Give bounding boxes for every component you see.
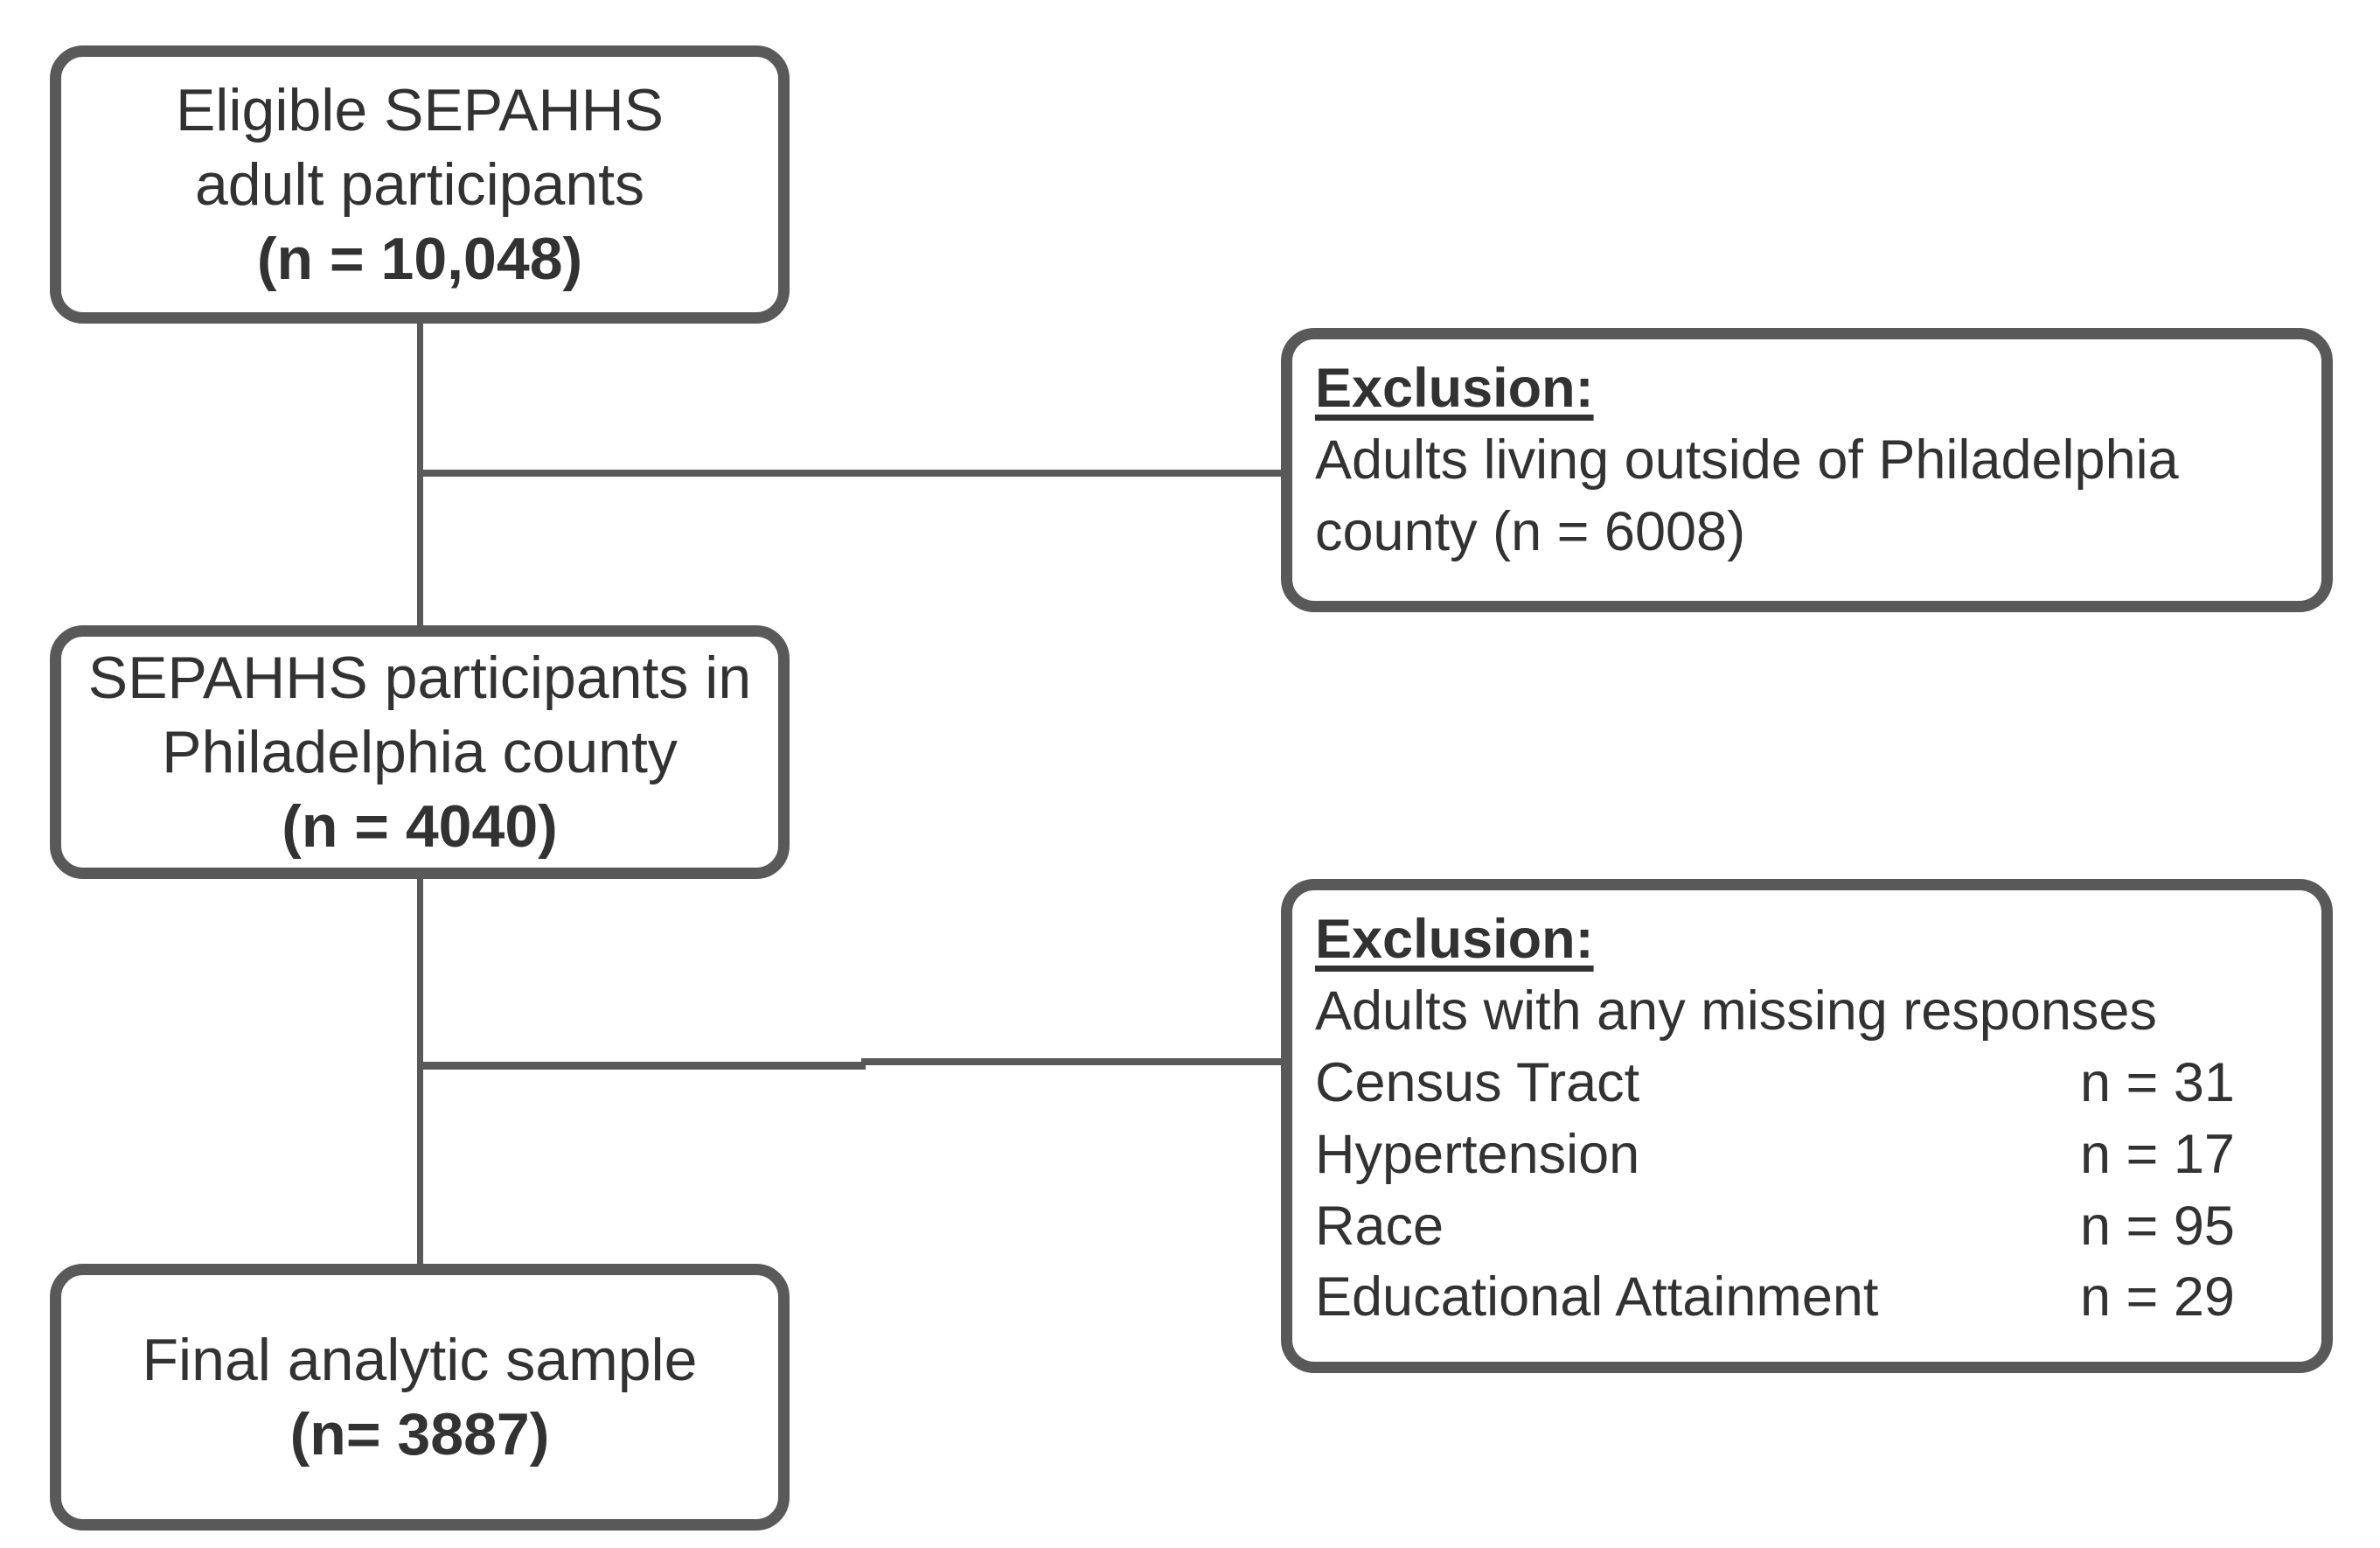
- eligible-count: (n = 10,048): [256, 225, 583, 292]
- connector-vertical-bottom: [417, 879, 423, 1264]
- exclusion-2-box: Exclusion: Adults with any missing respo…: [1281, 879, 2333, 1373]
- exclusion-item-label: Race: [1315, 1195, 1444, 1257]
- eligible-line-1: Eligible SEPAHHS: [175, 76, 665, 143]
- philly-count: (n = 4040): [282, 792, 558, 860]
- connector-horizontal-exclusion-2-left: [417, 1062, 866, 1070]
- final-count: (n= 3887): [289, 1400, 550, 1468]
- final-line-1: Final analytic sample: [142, 1326, 698, 1393]
- eligible-line-2: adult participants: [194, 150, 645, 218]
- exclusion-item-label: Educational Attainment: [1315, 1266, 1879, 1328]
- connector-horizontal-exclusion-2-right: [861, 1058, 1281, 1065]
- exclusion-2-heading: Exclusion:: [1315, 909, 1594, 970]
- exclusion-item-value: n = 17: [2080, 1123, 2235, 1185]
- exclusion-2-row-census-tract: Census Tract n = 31: [1315, 1048, 2299, 1119]
- philly-line-2: Philadelphia county: [162, 718, 678, 785]
- exclusion-2-row-race: Race n = 95: [1315, 1191, 2299, 1263]
- exclusion-2-row-educational-attainment: Educational Attainment n = 29: [1315, 1262, 2299, 1334]
- exclusion-item-value: n = 95: [2080, 1195, 2235, 1257]
- exclusion-1-line-2: county (n = 6008): [1315, 500, 1746, 562]
- philadelphia-participants-box: SEPAHHS participants in Philadelphia cou…: [50, 625, 790, 879]
- exclusion-2-intro: Adults with any missing responses: [1315, 980, 2157, 1042]
- exclusion-item-label: Census Tract: [1315, 1051, 1640, 1113]
- connector-horizontal-exclusion-1: [417, 470, 1281, 477]
- exclusion-item-value: n = 31: [2080, 1051, 2235, 1113]
- final-sample-box: Final analytic sample (n= 3887): [50, 1264, 790, 1531]
- exclusion-1-heading: Exclusion:: [1315, 358, 1594, 419]
- exclusion-item-value: n = 29: [2080, 1266, 2235, 1328]
- exclusion-item-label: Hypertension: [1315, 1123, 1640, 1185]
- eligible-participants-box: Eligible SEPAHHS adult participants (n =…: [50, 45, 790, 324]
- exclusion-1-box: Exclusion: Adults living outside of Phil…: [1281, 328, 2333, 612]
- exclusion-2-row-hypertension: Hypertension n = 17: [1315, 1119, 2299, 1191]
- philly-line-1: SEPAHHS participants in: [87, 644, 752, 711]
- exclusion-1-line-1: Adults living outside of Philadelphia: [1315, 429, 2179, 491]
